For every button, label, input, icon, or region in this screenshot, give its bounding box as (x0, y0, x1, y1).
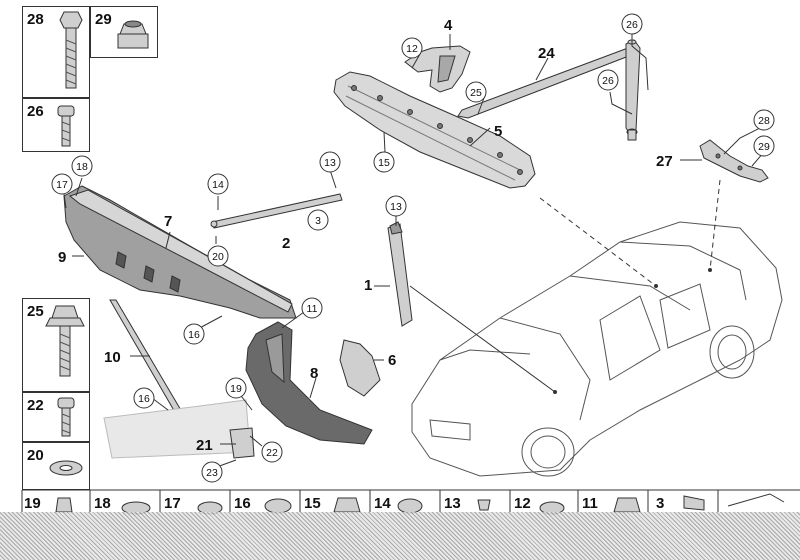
callout-14: 14 (212, 179, 224, 191)
callout-25-strut: 25 (470, 87, 482, 99)
leader-lines (63, 34, 765, 469)
dithered-bottom-band (0, 512, 800, 560)
cell-26: 26 (22, 98, 90, 152)
part-2-rod (210, 193, 343, 229)
callout-23: 23 (206, 467, 218, 479)
callout-2: 2 (282, 235, 290, 252)
part-5-carrier-plate (333, 71, 536, 189)
part-7-cover (63, 185, 297, 319)
callout-5: 5 (494, 123, 502, 140)
bottom-row-parts (55, 493, 785, 515)
callout-16-cover: 16 (188, 329, 200, 341)
callout-7: 7 (164, 213, 172, 230)
part-27-bracket (699, 139, 769, 183)
callout-13-strut: 13 (390, 201, 402, 213)
part-21-carrier (103, 399, 255, 459)
callout-25: 25 (27, 303, 44, 320)
bottom-callout-13: 13 (444, 495, 461, 512)
cell-22: 22 (22, 392, 90, 442)
callout-28-bracket: 28 (758, 115, 770, 127)
callout-18: 18 (76, 161, 88, 173)
circled-callouts (51, 13, 775, 483)
callout-29: 29 (95, 11, 112, 28)
callout-21: 21 (196, 437, 213, 454)
bolt-25-icon (45, 305, 85, 377)
bolt-28-icon (59, 11, 83, 89)
callout-24: 24 (538, 45, 555, 62)
bolt-26-icon (57, 105, 75, 147)
bottom-callout-15: 15 (304, 495, 321, 512)
washer-20-icon (49, 460, 83, 476)
callout-20: 20 (27, 447, 44, 464)
bottom-callout-14: 14 (374, 495, 391, 512)
bottom-callout-12: 12 (514, 495, 531, 512)
cell-29: 29 (90, 6, 158, 58)
callout-6: 6 (388, 352, 396, 369)
callout-22-carrier: 22 (266, 447, 278, 459)
bottom-callout-16: 16 (234, 495, 251, 512)
bottom-callout-11: 11 (582, 495, 598, 512)
callout-16-rod: 16 (138, 393, 150, 405)
callout-1: 1 (364, 277, 372, 294)
bottom-callout-18: 18 (94, 495, 111, 512)
cell-25: 25 (22, 298, 90, 392)
callout-11: 11 (307, 303, 318, 315)
bottom-parts-row: 19 18 17 16 15 14 13 12 11 3 (0, 490, 800, 560)
part-1-strut (387, 221, 413, 327)
part-6-bracket (339, 339, 381, 397)
bottom-callout-19: 19 (24, 495, 41, 512)
part-8-duct (245, 321, 373, 445)
bottom-callout-17: 17 (164, 495, 181, 512)
part-4-bracket (404, 45, 471, 93)
callout-19: 19 (230, 383, 242, 395)
callout-12: 12 (406, 43, 418, 55)
vehicle-outline (411, 221, 783, 477)
callout-13-rod: 13 (324, 157, 336, 169)
callout-27: 27 (656, 153, 673, 170)
callout-29-bracket: 29 (758, 141, 770, 153)
callout-9: 9 (58, 249, 66, 266)
bottom-row-grid (21, 489, 800, 512)
callout-8: 8 (310, 365, 318, 382)
callout-17: 17 (56, 179, 68, 191)
callout-26-mid: 26 (602, 75, 614, 87)
callout-28: 28 (27, 11, 44, 28)
callout-26: 26 (27, 103, 44, 120)
callout-22: 22 (27, 397, 44, 414)
callout-10: 10 (104, 349, 121, 366)
callout-20-cover: 20 (212, 251, 224, 263)
bolt-22-icon (57, 397, 75, 437)
callout-26-top: 26 (626, 19, 638, 31)
bottom-callout-3: 3 (656, 495, 665, 512)
callout-3: 3 (315, 215, 321, 227)
nut-29-icon (117, 20, 149, 49)
callout-15: 15 (378, 157, 390, 169)
part-24-strut (457, 39, 641, 141)
callout-4: 4 (444, 17, 453, 34)
